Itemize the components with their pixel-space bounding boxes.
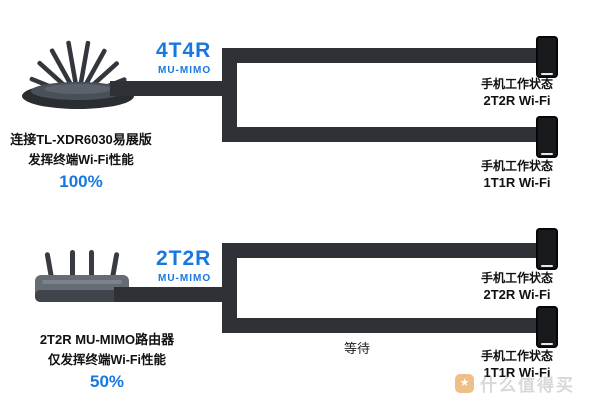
router-1-performance: 发挥终端Wi-Fi性能 [28,153,134,167]
connector-branch-bottom-1 [222,243,550,258]
watermark-brand-text: 什么值得买 [480,376,575,395]
phone-4-label: 手机工作状态 1T1R Wi-Fi [452,348,582,381]
standard-label-2t2r: 2T2R [156,247,212,270]
phone-home-bar [541,265,553,267]
tech-label-mu-mimo-bottom: MU-MIMO [158,273,212,284]
phone-status-text: 手机工作状态 [480,271,553,285]
phone-mode-text: 1T1R Wi-Fi [483,365,551,380]
watermark-logo-icon: ★ [455,374,474,393]
connector-vertical-top [222,48,237,142]
router-1-percent: 100% [59,172,103,191]
phone-home-bar [541,73,553,75]
phone-device-1 [536,36,558,78]
connector-branch-top-2 [222,127,550,142]
phone-device-4 [536,306,558,348]
phone-home-bar [541,343,553,345]
router-2-caption: 2T2R MU-MIMO路由器 仅发挥终端Wi-Fi性能 50% [12,330,202,394]
phone-device-3 [536,228,558,270]
connector-branch-bottom-2 [222,318,550,333]
connector-stub-bottom [114,287,224,302]
phone-1-label: 手机工作状态 2T2R Wi-Fi [452,76,582,109]
router-4t4r-icon [22,40,134,109]
connector-branch-top-1 [222,48,550,63]
phone-mode-text: 1T1R Wi-Fi [483,175,551,190]
connector-vertical-bottom [222,243,237,333]
watermark: ★ 什么值得买 [455,371,575,396]
phone-status-text: 手机工作状态 [480,159,553,173]
tech-label-mu-mimo-top: MU-MIMO [158,65,212,76]
phone-2-label: 手机工作状态 1T1R Wi-Fi [452,158,582,191]
phone-3-label: 手机工作状态 2T2R Wi-Fi [452,270,582,303]
phone-mode-text: 2T2R Wi-Fi [483,287,551,302]
router-2t2r-icon [35,250,129,302]
router-1-caption: 连接TL-XDR6030易展版 发挥终端Wi-Fi性能 100% [0,130,162,194]
phone-home-bar [541,153,553,155]
phone-mode-text: 2T2R Wi-Fi [483,93,551,108]
phone-device-2 [536,116,558,158]
router-2-performance: 仅发挥终端Wi-Fi性能 [48,353,166,367]
router-1-name: 连接TL-XDR6030易展版 [10,132,152,147]
phone-status-text: 手机工作状态 [480,77,553,91]
standard-label-4t4r: 4T4R [156,39,212,62]
phone-status-text: 手机工作状态 [480,349,553,363]
router-2-name: 2T2R MU-MIMO路由器 [39,332,175,347]
connector-stub-top [110,81,224,96]
router-2-percent: 50% [89,372,125,391]
waiting-text: 等待 [343,341,370,356]
